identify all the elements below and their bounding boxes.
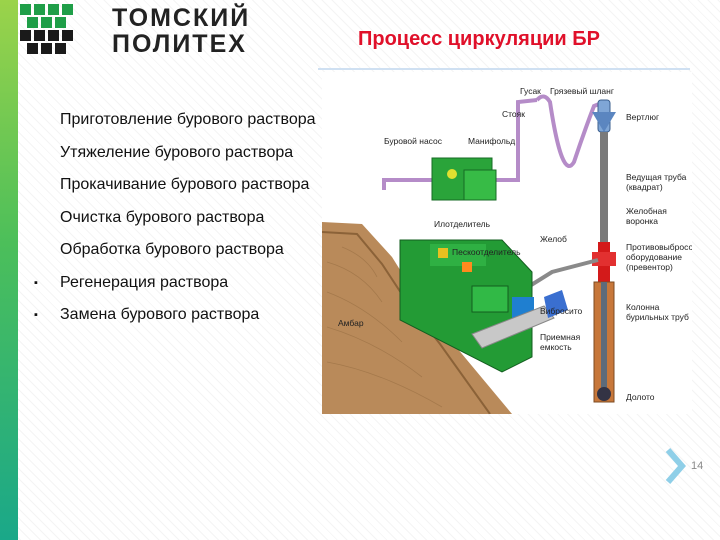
list-item: ▪ Регенерация раствора [34, 267, 324, 300]
logo-line-1: ТОМСКИЙ [112, 4, 251, 32]
title-underline [318, 68, 690, 70]
drill-string [601, 282, 607, 390]
list-item-text: Замена бурового раствора [60, 306, 260, 323]
kelly-pipe [600, 132, 608, 244]
circulation-diagram: Гусак Грязевый шланг Стояк Буровой насос… [322, 72, 692, 414]
label-pit: Амбар [338, 318, 364, 328]
list-item-text: Очистка бурового раствора [60, 208, 265, 226]
pressure-line [382, 98, 538, 190]
bop-flange [592, 252, 616, 266]
list-item-text: Регенерация раствора [60, 273, 229, 291]
list-item: Обработка бурового раствора [34, 234, 324, 267]
label-hose: Грязевый шланг [550, 86, 614, 96]
logo-line-2: ПОЛИТЕХ [112, 30, 247, 58]
drill-bit [597, 387, 611, 401]
label-bit: Долото [626, 392, 655, 402]
swivel-body [592, 112, 616, 132]
label-swivel: Вертлюг [626, 112, 659, 122]
tpu-logo: ТОМСКИЙ ПОЛИТЕХ [20, 2, 248, 58]
list-item: Утяжеление бурового раствора [34, 137, 324, 170]
label-gutter: Желоб [540, 234, 567, 244]
label-bop: Противовыбросовоеоборудование(превентор) [626, 242, 692, 272]
list-item: Приготовление бурового раствора [34, 104, 324, 137]
logo-pixel-mark [20, 4, 73, 54]
pump-equipment [431, 157, 497, 201]
list-item: Очистка бурового раствора [34, 202, 324, 235]
bullet-marker: ▪ [34, 309, 38, 321]
slide-title: Процесс циркуляции БР [358, 28, 600, 50]
next-chevron-icon[interactable] [664, 446, 688, 486]
list-item-text: Приготовление бурового раствора [60, 111, 316, 128]
pit-edge [322, 231, 491, 414]
soil-texture [326, 246, 443, 408]
mud-hose [535, 94, 605, 168]
label-desilter: Илотделитель [434, 219, 491, 229]
list-item-text: Обработка бурового раствора [60, 241, 284, 258]
label-manifold: Манифольд [468, 136, 515, 146]
process-list: Приготовление бурового раствора Утяжелен… [34, 104, 324, 332]
list-item: Прокачивание бурового раствора [34, 169, 324, 202]
page-number: 14 [691, 460, 704, 472]
label-gusak: Гусак [520, 86, 541, 96]
label-stoyak: Стояк [502, 109, 525, 119]
shaker-equipment [471, 290, 568, 349]
label-shaker: Вибросито [540, 306, 583, 316]
left-accent-bar [0, 0, 18, 540]
bullet-marker: ▪ [34, 276, 38, 289]
label-kelly: Ведущая труба(квадрат) [626, 172, 687, 192]
label-pump: Буровой насос [384, 136, 443, 146]
list-item-text: Утяжеление бурового раствора [60, 143, 294, 161]
list-item-text: Прокачивание бурового раствора [60, 176, 310, 193]
list-item: ▪ Замена бурового раствора [34, 299, 324, 332]
label-desander: Пескоотделитель [452, 247, 521, 257]
